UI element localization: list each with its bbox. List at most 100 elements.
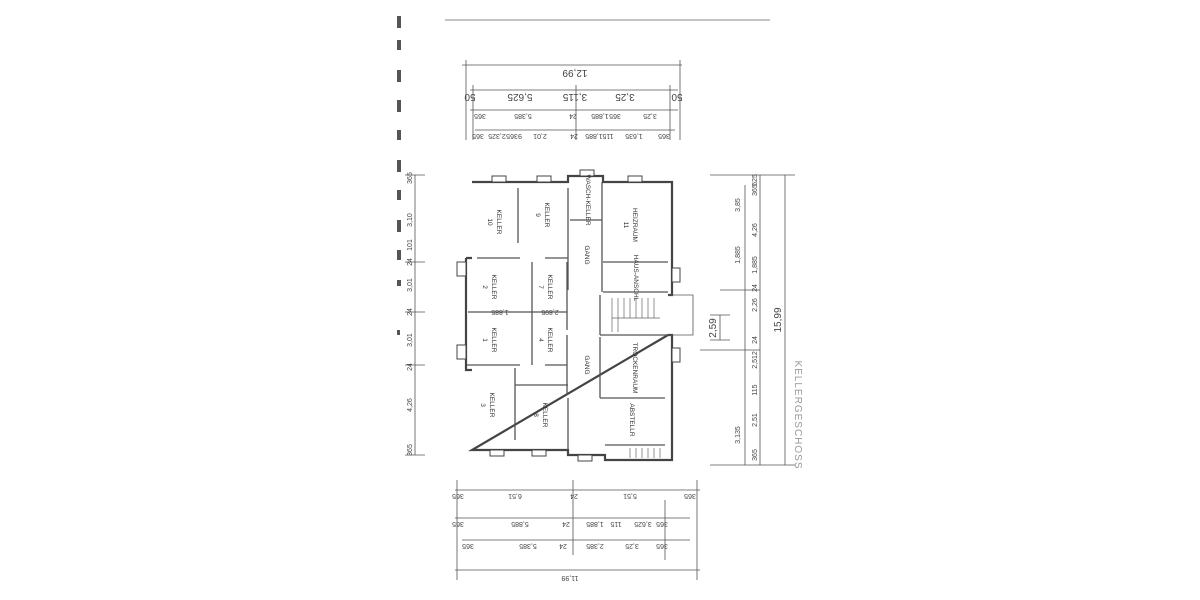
dimension-label: 6,51 xyxy=(508,492,522,499)
room-number: 4 xyxy=(537,338,544,342)
dimension-label: 2,01 xyxy=(533,132,547,139)
room-number: 2 xyxy=(481,285,488,289)
dimension-label: 3,10 xyxy=(407,213,414,227)
dimension-label: 24 xyxy=(570,492,578,499)
staircase xyxy=(611,298,661,458)
dimension-label: 365 xyxy=(506,132,518,139)
room-label: KELLER xyxy=(490,275,497,300)
room-number: 3 xyxy=(479,403,486,407)
dimension-label: 365 xyxy=(752,449,759,461)
dimension-label: 24 xyxy=(562,520,570,527)
room-label: ABSTELLR xyxy=(628,403,635,437)
dimension-label: 24 xyxy=(407,308,414,316)
dimension-label: 365 xyxy=(462,542,474,549)
dimension-label: 24 xyxy=(407,363,414,371)
dimension-label: 5,51 xyxy=(623,492,637,499)
dimension-label: 24 xyxy=(752,284,759,292)
dimension-label: 3,25 xyxy=(615,91,635,102)
dimension-label: 4,26 xyxy=(407,398,414,412)
scan-edge-marks xyxy=(397,16,770,335)
dimension-label: 365 xyxy=(658,132,670,139)
dimension-label: 1,885 xyxy=(591,112,609,119)
dimension-label: 365 xyxy=(407,172,414,184)
dimension-label: 365 xyxy=(474,112,486,119)
inner-dimension: 2,59 xyxy=(708,318,719,338)
dimension-label: 365 xyxy=(452,492,464,499)
dimension-label: 1,885 xyxy=(752,256,759,274)
room-number: 8 xyxy=(532,413,539,417)
dimension-label: 115 xyxy=(602,132,613,139)
room-number: 10 xyxy=(486,218,493,226)
dimension-label: 3,01 xyxy=(407,278,414,292)
dimension-label: 4,26 xyxy=(752,223,759,237)
dimension-label: 115 xyxy=(752,384,759,395)
dimension-lines xyxy=(405,60,795,580)
room-label: WASCH-KELLER xyxy=(584,174,591,225)
room-label: GANG xyxy=(583,245,590,264)
dimension-label: 5,885 xyxy=(511,520,529,527)
dimension-label: 3,25 xyxy=(643,112,657,119)
dimension-label: 3,01 xyxy=(407,333,414,347)
dimension-label: 24 xyxy=(407,258,414,266)
dimension-label: 3,625 xyxy=(634,520,652,527)
dimension-label: 1,885 xyxy=(586,520,604,527)
dimension-label: 2,51 xyxy=(752,413,759,427)
dimension-label: 3,85 xyxy=(735,198,742,212)
dimension-label: 365 xyxy=(656,520,668,527)
room-label: GANG xyxy=(583,355,590,374)
overall-dimension: 15,99 xyxy=(773,307,784,332)
room-number: 11 xyxy=(622,222,629,229)
dimension-label: 50 xyxy=(671,91,683,102)
dimension-label: 3,25 xyxy=(625,542,639,549)
windows xyxy=(456,169,681,462)
inner-dimension: 1,885 xyxy=(491,308,509,315)
dimension-label: 365 xyxy=(656,542,668,549)
dimension-label: 365 xyxy=(452,520,464,527)
room-label: KELLER xyxy=(543,203,550,228)
dimension-label: 3,115 xyxy=(562,91,587,102)
room-label: KELLER xyxy=(541,403,548,428)
dimension-label: 1,885 xyxy=(735,246,742,264)
dimension-label: 24 xyxy=(569,112,577,119)
dimension-label: 365 xyxy=(752,184,759,196)
dimension-label: 365 xyxy=(472,132,484,139)
dimension-label: 2,26 xyxy=(752,298,759,312)
room-number: 7 xyxy=(537,285,544,289)
dimension-label: 1,635 xyxy=(625,132,643,139)
drawing-title: KELLERGESCHOSS xyxy=(792,360,803,469)
room-label: KELLER xyxy=(546,275,553,300)
room-label: HAUS-ANSCHL xyxy=(632,255,639,302)
dimension-label: 24 xyxy=(570,132,578,139)
dimension-label: 3,135 xyxy=(735,426,742,444)
dimension-label: 9 xyxy=(518,132,522,139)
dimension-label: 5,385 xyxy=(514,112,532,119)
dimension-label: 5,625 xyxy=(507,91,532,102)
dimension-label: 2,385 xyxy=(586,542,604,549)
dimension-label: 24 xyxy=(752,336,759,344)
dimension-label: 101 xyxy=(407,239,414,251)
room-label: TROCKENRAUM xyxy=(631,343,638,394)
overall-dimension: 11,99 xyxy=(561,574,578,581)
dimension-label: 24 xyxy=(559,542,567,549)
dimension-label: 365 xyxy=(407,444,414,456)
dimension-label: 2,512 xyxy=(752,351,759,369)
room-label: HEIZRAUM xyxy=(631,208,638,242)
dimension-label: 625 xyxy=(752,174,759,186)
room-label: KELLER xyxy=(495,210,502,235)
room-label: KELLER xyxy=(488,393,495,418)
dimension-label: 365 xyxy=(684,492,696,499)
dimension-label: 1,885 xyxy=(585,132,603,139)
dimension-label: 2,325 xyxy=(488,132,506,139)
room-number: 1 xyxy=(481,338,488,342)
dimension-label: 365 xyxy=(609,112,621,119)
walls xyxy=(456,169,694,462)
room-label: KELLER xyxy=(490,328,497,353)
dimension-label: 50 xyxy=(464,91,476,102)
dimension-label: 115 xyxy=(610,520,621,527)
dimension-label: 5,385 xyxy=(519,542,537,549)
room-label: KELLER xyxy=(546,328,553,353)
inner-dimension: 2,895 xyxy=(541,308,559,315)
room-number: 9 xyxy=(534,213,541,217)
